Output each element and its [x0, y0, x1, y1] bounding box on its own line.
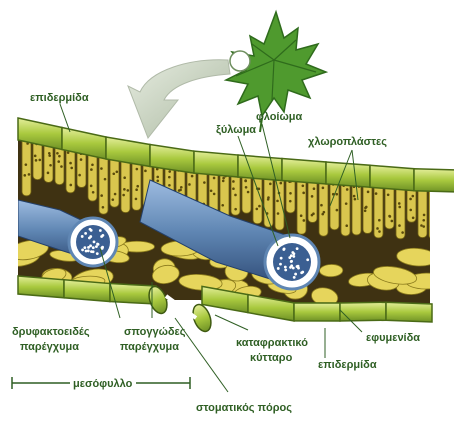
lower-epidermis: [17, 275, 433, 323]
leaf-section: [17, 117, 454, 333]
label-spongy-line1: σπογγώδες: [124, 326, 186, 338]
label-stoma: στοματικός πόρος: [196, 402, 292, 414]
zoom-circle-icon: [229, 50, 251, 72]
guard-cells: [148, 285, 212, 333]
label-lower-epidermis: επιδερμίδα: [318, 359, 377, 371]
vascular-bundle-right: [263, 233, 321, 291]
vascular-bundle-left: [67, 216, 119, 268]
label-palisade-line2: παρέγχυμα: [20, 341, 79, 353]
label-cuticle: εφυμενίδα: [366, 332, 420, 344]
label-xylem: ξύλωμα: [216, 124, 256, 136]
curved-arrow-icon: [127, 59, 231, 139]
label-mesophyll: μεσόφυλλο: [73, 378, 133, 390]
label-palisade-line1: δρυφακτοειδές: [12, 326, 90, 338]
label-phloem: φλοίωμα: [256, 111, 303, 123]
leader-lines: [59, 103, 363, 393]
label-upper-epidermis: επιδερμίδα: [30, 92, 89, 104]
mesophyll-bracket: [11, 377, 191, 389]
label-guard-cell-line2: κύτταρο: [250, 352, 293, 364]
label-guard-cell-line1: καταφρακτικό: [236, 337, 308, 349]
label-chloroplasts: χλωροπλάστες: [308, 136, 387, 148]
label-spongy-line2: παρέγχυμα: [120, 341, 179, 353]
